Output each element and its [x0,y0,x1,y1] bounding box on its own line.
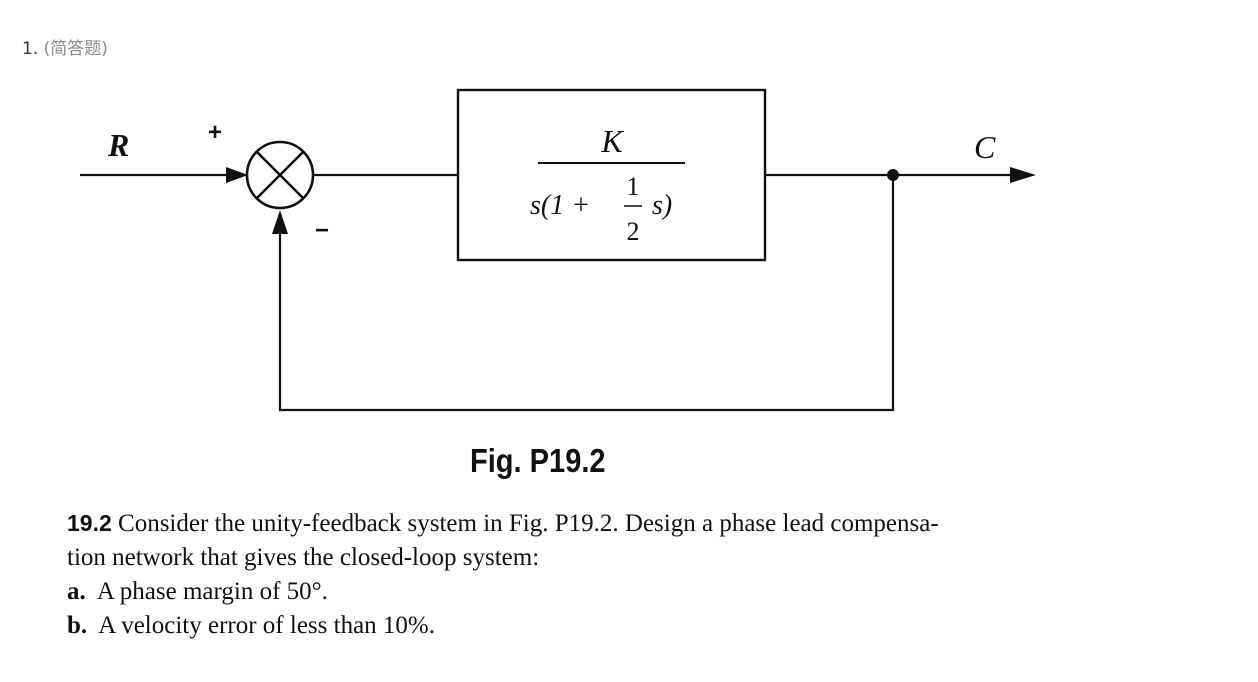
output-label: C [974,129,996,165]
plant-block [456,88,767,262]
item-b-text: A velocity error of less than 10%. [98,612,435,639]
problem-line-2: tion network that gives the closed-loop … [67,541,1187,575]
input-arrowhead [226,167,248,183]
summing-junction [245,140,315,210]
feedback-path [278,175,895,412]
output-arrowhead [1010,167,1036,183]
item-b-label: b. [67,612,88,639]
plus-sign: + [208,119,222,146]
item-a-text: A phase margin of 50°. [96,578,328,605]
plant-denominator-prefix: s(1 + [530,190,590,221]
problem-number: 19.2 [67,510,112,536]
minus-sign: − [315,217,329,244]
plant-numerator: K [600,123,624,159]
figure-caption: Fig. P19.2 [470,442,606,479]
problem-item-a: a. A phase margin of 50°. [67,575,1187,609]
input-label: R [107,127,129,163]
question-number: 1. [22,39,39,59]
plant-inner-fraction-denominator: 2 [627,217,640,246]
problem-text-line-1: Consider the unity-feedback system in Fi… [118,510,939,537]
question-type: (简答题) [43,39,108,59]
problem-line-1: 19.2 Consider the unity-feedback system … [67,506,1187,541]
question-header: 1. (简答题) [22,34,108,59]
feedback-arrowhead [272,210,288,234]
problem-text-line-2: tion network that gives the closed-loop … [67,544,540,571]
plant-inner-fraction-numerator: 1 [627,172,640,201]
block-diagram: K s(1 + 1 2 s) R C + − [80,88,1036,412]
problem-item-b: b. A velocity error of less than 10%. [67,609,1187,643]
problem-statement: 19.2 Consider the unity-feedback system … [67,506,1187,643]
item-a-label: a. [67,578,86,605]
plant-denominator-suffix: s) [652,190,672,221]
